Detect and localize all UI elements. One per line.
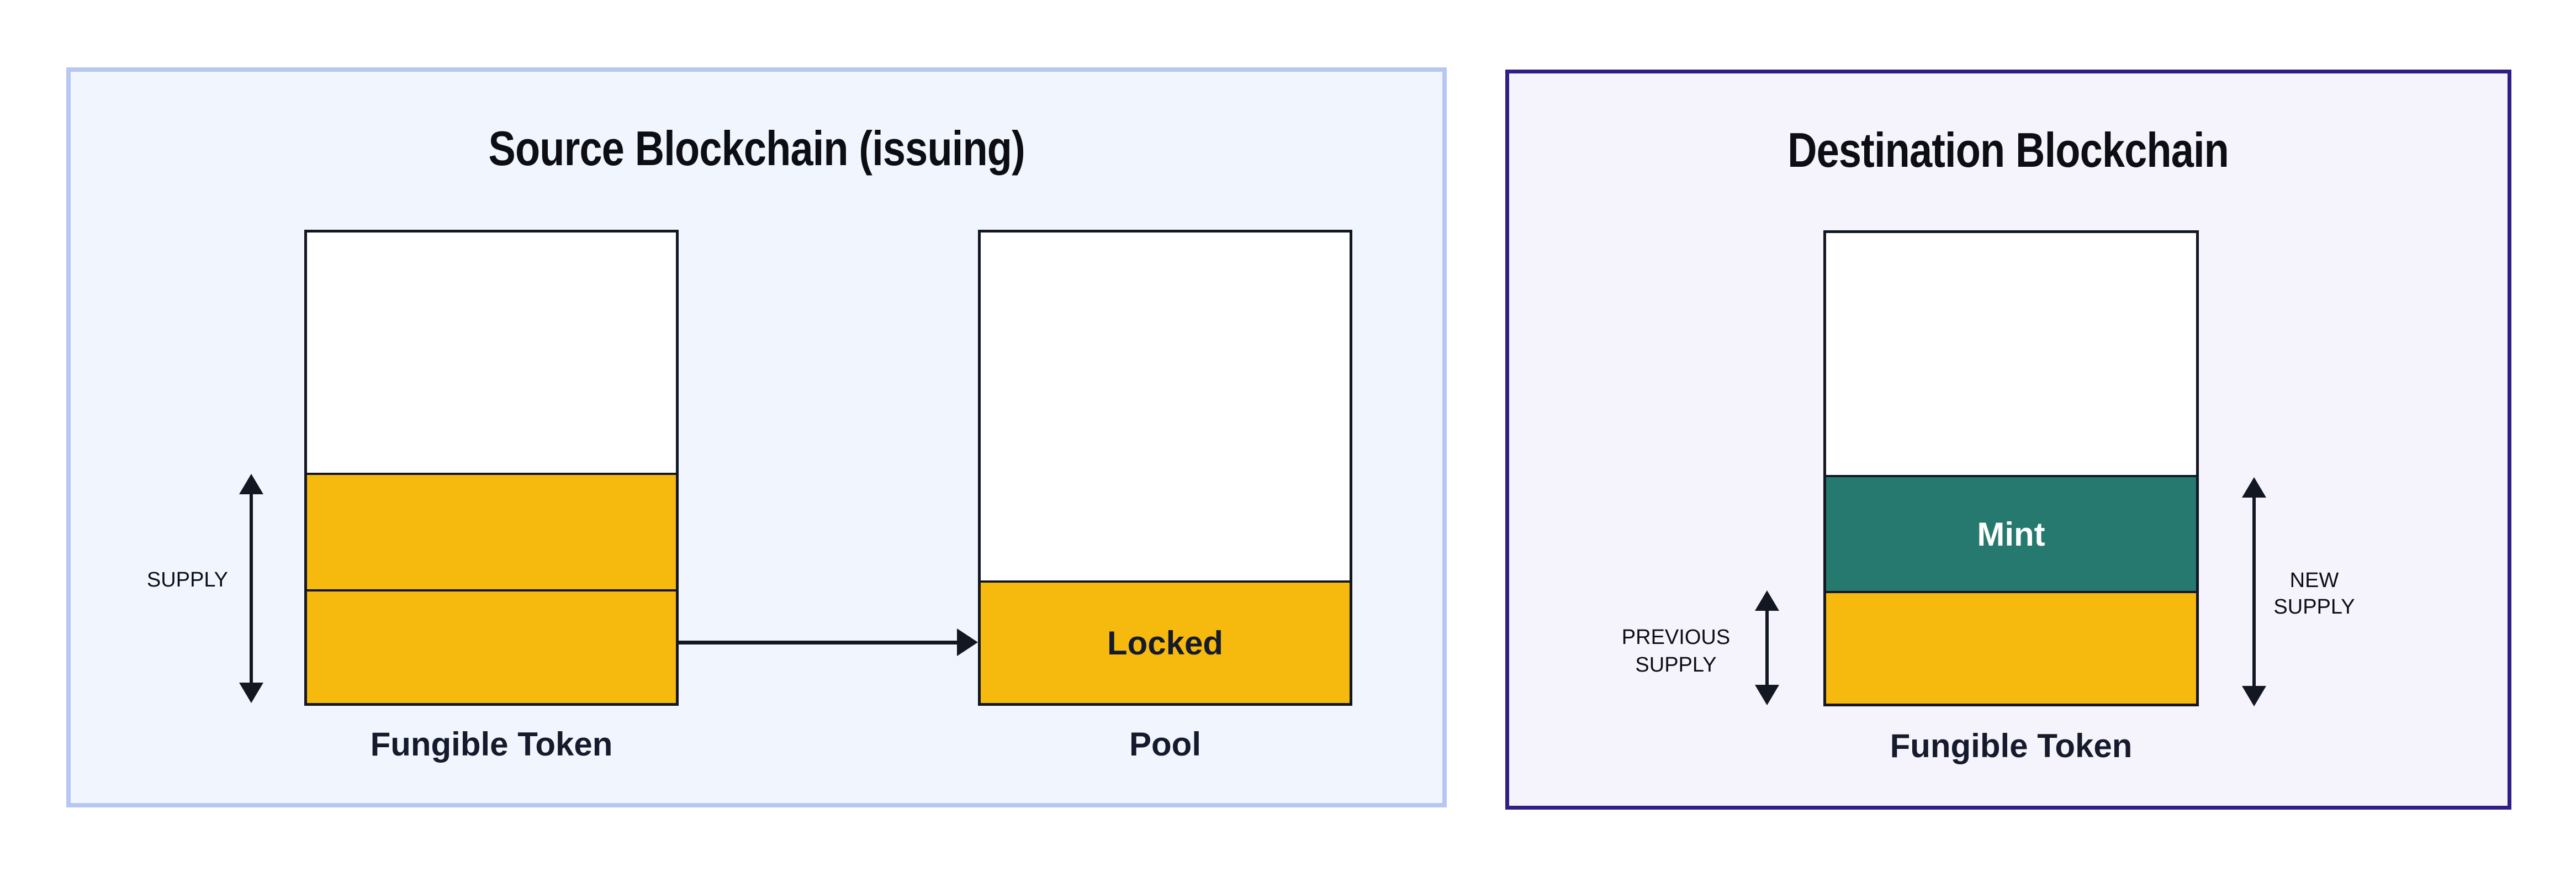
- arrow-up-icon: [1755, 590, 1779, 611]
- supply-range-label: SUPPLY: [146, 568, 228, 591]
- destination-blockchain-panel: Destination Blockchain Mint PREVIOUS SUP…: [1505, 70, 2511, 810]
- pool-locked-segment: Locked: [981, 580, 1350, 703]
- destination-panel-title: Destination Blockchain: [1509, 122, 2508, 178]
- new-supply-range-arrow: [2242, 477, 2266, 706]
- supply-range-arrow: [239, 474, 263, 703]
- source-panel-title: Source Blockchain (issuing): [71, 120, 1442, 176]
- previous-supply-range-arrow: [1755, 590, 1779, 705]
- source-token-supply-lower-segment: [307, 589, 676, 703]
- arrow-line: [2252, 498, 2256, 686]
- arrow-down-icon: [239, 683, 263, 703]
- new-supply-line1: NEW: [2289, 569, 2339, 592]
- arrow-right-icon: [957, 628, 978, 656]
- new-supply-range-label: NEW SUPPLY: [2231, 567, 2397, 620]
- source-token-supply-upper-segment: [307, 473, 676, 589]
- pool-caption: Pool: [1129, 726, 1201, 763]
- arrow-down-icon: [1755, 685, 1779, 705]
- source-panel-title-text: Source Blockchain (issuing): [488, 121, 1025, 176]
- source-blockchain-panel: Source Blockchain (issuing) SUPPLY Locke…: [66, 67, 1447, 807]
- destination-panel-title-text: Destination Blockchain: [1787, 123, 2230, 177]
- arrow-line: [250, 494, 253, 683]
- arrow-up-icon: [239, 474, 263, 494]
- pool-box: Locked: [978, 230, 1352, 706]
- source-fungible-token-caption: Fungible Token: [370, 726, 613, 763]
- previous-supply-line2: SUPPLY: [1635, 653, 1717, 677]
- mint-label: Mint: [1977, 515, 2045, 553]
- arrow-line: [1765, 611, 1769, 685]
- destination-previous-supply-segment: [1826, 591, 2196, 704]
- new-supply-line2: SUPPLY: [2273, 595, 2355, 619]
- locked-label: Locked: [1107, 624, 1224, 662]
- destination-fungible-token-box: Mint: [1823, 230, 2199, 706]
- previous-supply-range-label: PREVIOUS SUPPLY: [1588, 624, 1764, 679]
- arrow-line: [679, 640, 957, 644]
- lock-transfer-arrow: [679, 628, 978, 656]
- arrow-down-icon: [2242, 686, 2266, 706]
- arrow-up-icon: [2242, 477, 2266, 498]
- source-fungible-token-box: [304, 230, 679, 706]
- previous-supply-line1: PREVIOUS: [1621, 626, 1731, 649]
- mint-segment: Mint: [1826, 475, 2196, 591]
- destination-fungible-token-caption: Fungible Token: [1890, 727, 2133, 764]
